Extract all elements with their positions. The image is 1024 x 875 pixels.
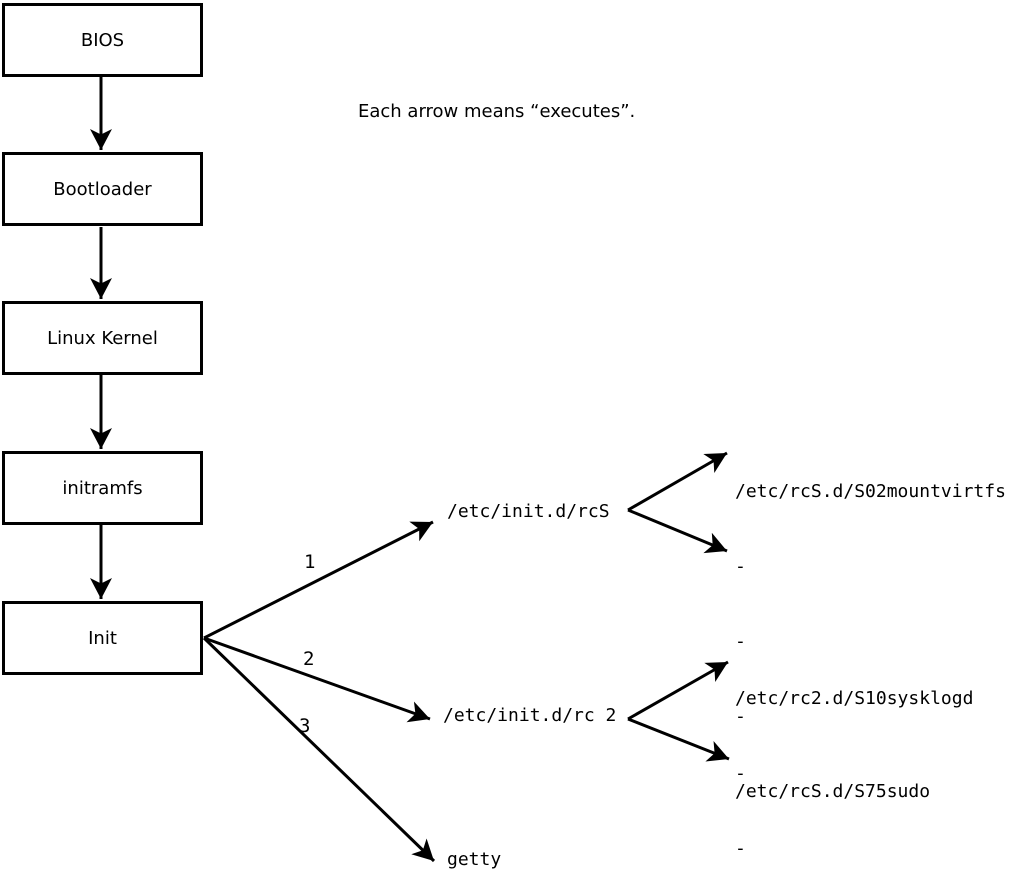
- arrow-rc2-to-last-script: [627, 717, 730, 762]
- node-initramfs-label: initramfs: [62, 477, 143, 499]
- rc2-script-line: -: [735, 763, 746, 784]
- arrow-rc2-to-first-script: [627, 660, 729, 721]
- node-bootloader: Bootloader: [2, 152, 203, 226]
- node-initramfs: initramfs: [2, 451, 203, 525]
- node-linux-kernel-label: Linux Kernel: [47, 327, 158, 349]
- edge-label-3: 3: [299, 715, 311, 737]
- edge-label-1: 1: [304, 551, 316, 573]
- node-bios-label: BIOS: [80, 29, 125, 51]
- node-bootloader-label: Bootloader: [53, 178, 152, 200]
- rcs-script-line: /etc/rcS.d/S02mountvirtfs: [735, 481, 1006, 502]
- rcs-script-line: -: [735, 706, 746, 727]
- rcs-script-list: /etc/rcS.d/S02mountvirtfs - - - /etc/rcS…: [735, 429, 1006, 854]
- rcs-script-line: -: [735, 631, 746, 652]
- node-init-label: Init: [88, 627, 117, 649]
- rc2-script-line: -: [735, 838, 746, 859]
- arrow-init-to-getty: [202, 636, 436, 863]
- rcs-script-line: -: [735, 556, 746, 577]
- node-init: Init: [2, 601, 203, 675]
- node-bios: BIOS: [2, 3, 203, 77]
- arrow-rcs-to-last-script: [627, 508, 728, 554]
- node-getty: getty: [447, 849, 502, 870]
- arrow-rcs-to-first-script: [627, 451, 728, 512]
- rc2-script-list: /etc/rc2.d/S10sysklogd - - - /etc/rc2.d/…: [735, 636, 973, 875]
- node-etc-init-d-rcs: /etc/init.d/rcS: [447, 501, 610, 522]
- rc2-script-line: /etc/rc2.d/S10sysklogd: [735, 688, 974, 709]
- arrow-init-to-rcs: [203, 520, 434, 640]
- arrow-init-to-rc2: [203, 636, 431, 723]
- node-linux-kernel: Linux Kernel: [2, 301, 203, 375]
- diagram-caption: Each arrow means “executes”.: [358, 101, 636, 122]
- edge-label-2: 2: [303, 648, 315, 670]
- rcs-script-line: /etc/rcS.d/S75sudo: [735, 781, 931, 802]
- node-etc-init-d-rc2: /etc/init.d/rc 2: [443, 705, 617, 726]
